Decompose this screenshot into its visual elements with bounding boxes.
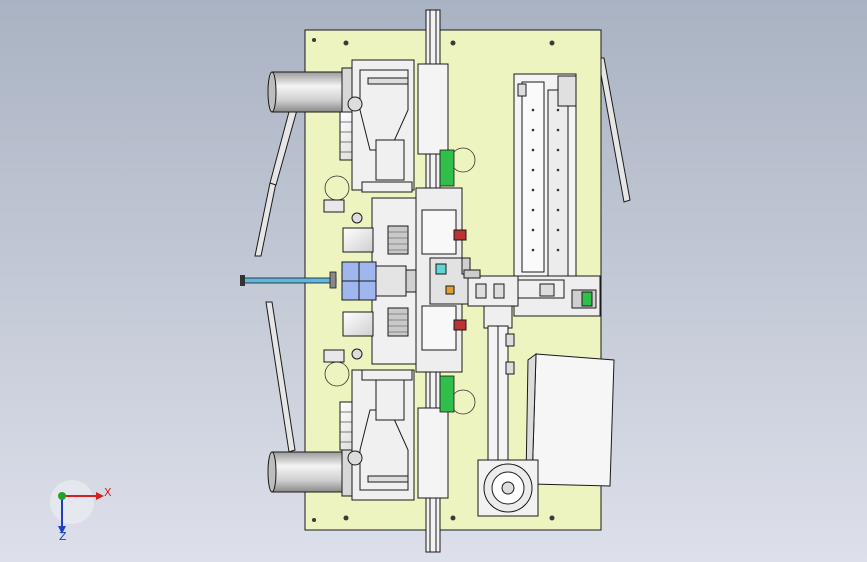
vibratory-bowl <box>477 459 539 517</box>
x-axis-label: X <box>104 486 112 499</box>
feeder-box <box>525 352 615 487</box>
central-assembly <box>415 187 471 373</box>
vertical-conveyor <box>487 325 515 465</box>
upper-mechanism <box>323 59 435 271</box>
side-rails <box>254 57 631 453</box>
bottom-motor <box>267 401 377 497</box>
axis-triad <box>50 480 104 534</box>
z-axis-label: Z <box>59 530 67 543</box>
gripper-assembly <box>463 269 565 329</box>
feed-rod <box>240 271 337 289</box>
linear-rail-module <box>513 73 601 317</box>
